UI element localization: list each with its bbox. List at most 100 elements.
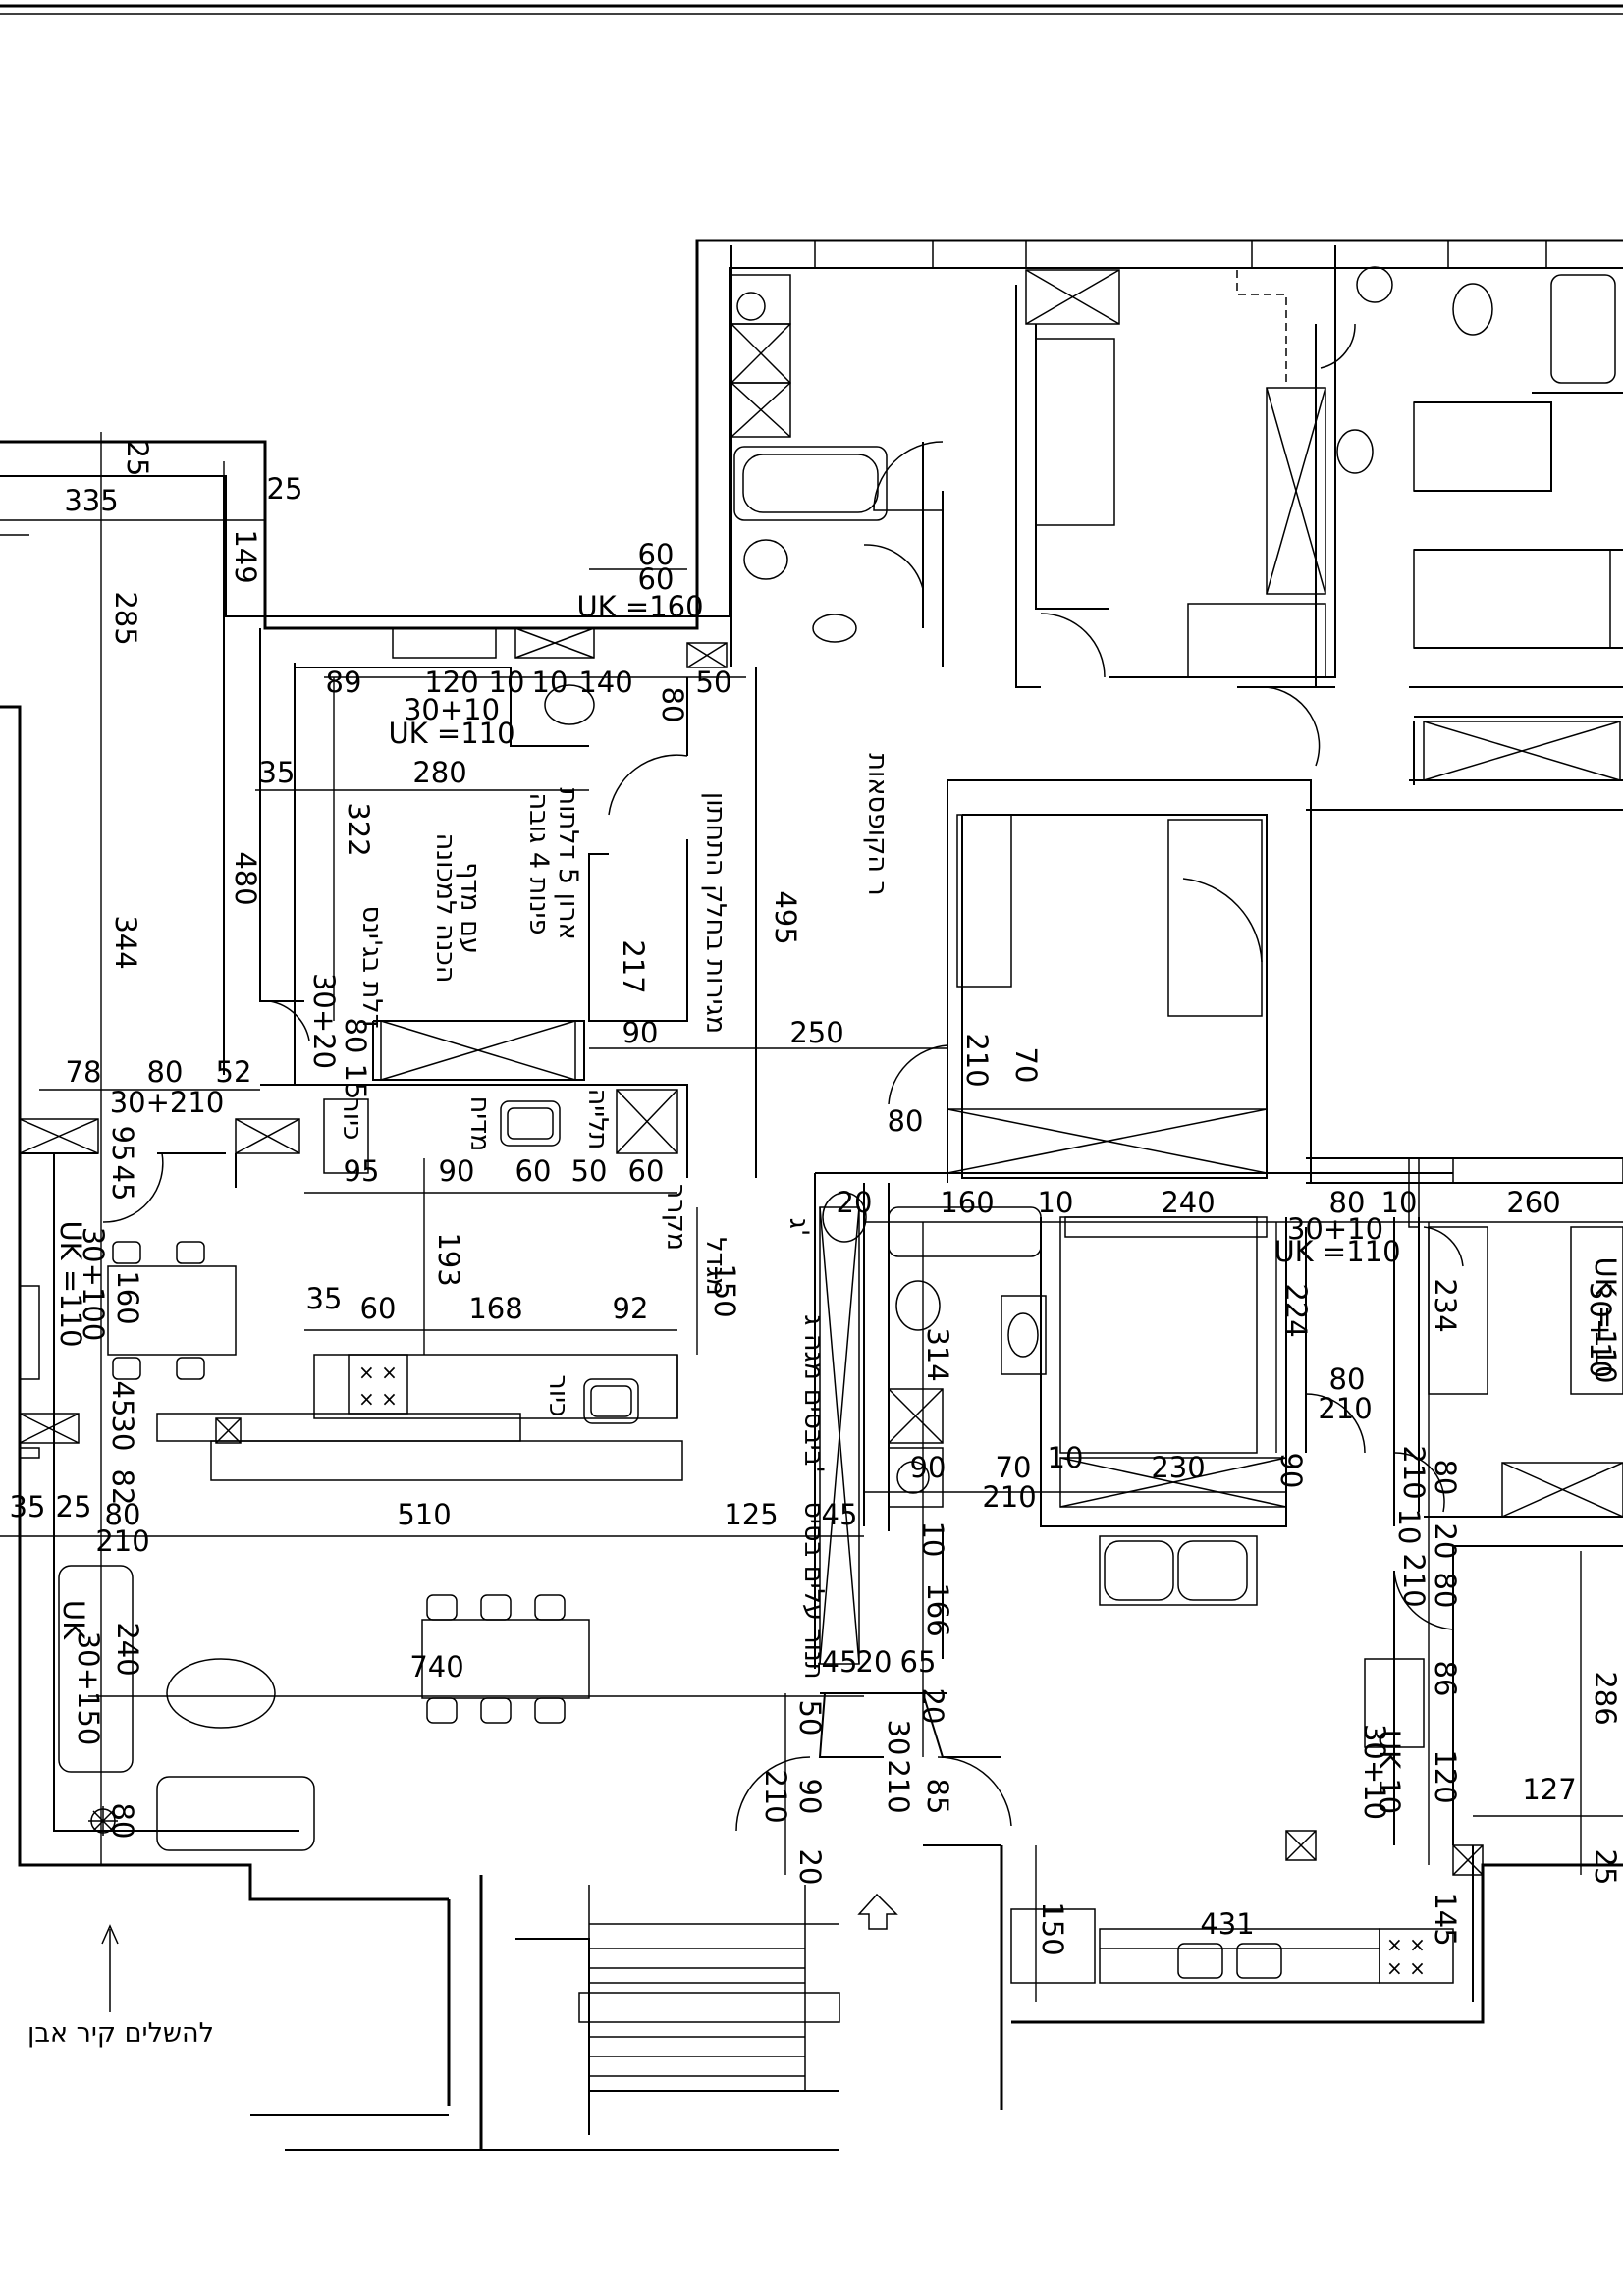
dimension-label: 60 xyxy=(638,562,675,596)
dimension-label: 20 xyxy=(856,1645,893,1679)
room-annotation: עם מדף xyxy=(455,862,485,954)
room-annotation: ר הקופסאות xyxy=(862,753,893,896)
dimension-label: 495 xyxy=(769,890,802,944)
dimension-label: 10 xyxy=(1392,1509,1426,1545)
dimension-label: 80 xyxy=(339,1018,372,1054)
sanitary-fixtures xyxy=(544,266,1616,1508)
room-annotation: מקרר xyxy=(661,1184,691,1251)
dimension-label: 78 xyxy=(66,1055,102,1089)
room-annotation: תנור עלים בסיס xyxy=(798,1501,829,1679)
annotation-labels: ר הקופסאות מגירות בחלק התחתון ארון 5 דלתות… xyxy=(337,753,893,1679)
dimension-label: 314 xyxy=(921,1327,954,1381)
dimension-label: 280 xyxy=(412,756,466,789)
dimension-label: 210 xyxy=(882,1759,915,1813)
dimension-label: 85 xyxy=(921,1779,954,1815)
note-label: להשלים קיר אבן xyxy=(27,2018,214,2049)
dimension-label: 30+100 xyxy=(77,1227,110,1342)
dimension-label: 431 xyxy=(1200,1907,1254,1941)
dimension-label: UK =110 xyxy=(388,717,514,750)
dimension-label: 70 xyxy=(1009,1047,1043,1084)
room-annotation: מגירות בחלק התחתון xyxy=(700,792,730,1034)
dimension-label: 740 xyxy=(409,1650,463,1683)
dimension-label: 168 xyxy=(468,1292,522,1325)
dimension-label: 224 xyxy=(1279,1283,1313,1337)
dimension-label: 92 xyxy=(613,1292,649,1325)
dimension-label: 145 xyxy=(1429,1892,1462,1946)
dimension-label: 210 xyxy=(1397,1553,1431,1607)
door-swings xyxy=(102,323,1464,1832)
room-annotation: ג' xyxy=(784,1218,814,1237)
room-annotation: הכנה למכונה xyxy=(430,833,460,984)
dimension-label: 50 xyxy=(571,1154,608,1188)
dimension-label: 45 xyxy=(106,1381,139,1417)
dimension-label: 210 xyxy=(759,1769,792,1823)
dimension-label: 35 xyxy=(306,1282,343,1315)
dimension-label: 510 xyxy=(397,1498,451,1531)
dimension-label: 480 xyxy=(229,851,262,905)
svg-text:× ×: × × xyxy=(1386,1933,1426,1956)
dimension-label: 285 xyxy=(109,591,142,645)
dimension-label: 60 xyxy=(360,1292,397,1325)
dimension-label: 234 xyxy=(1429,1278,1462,1332)
dimension-label: 80 xyxy=(888,1104,924,1138)
dimension-label: 335 xyxy=(64,484,118,517)
plumbing-dashed xyxy=(1236,270,1287,383)
dimension-label: 150 xyxy=(708,1263,741,1317)
dimension-label: 230 xyxy=(1151,1451,1205,1484)
dimension-label: UK xyxy=(57,1600,90,1640)
dimension-label: 80 xyxy=(1329,1362,1366,1396)
room-annotation: מגדל xyxy=(700,1237,730,1296)
dimension-label: 193 xyxy=(432,1232,465,1286)
dimension-label: 120 xyxy=(1429,1749,1462,1803)
dimension-label: 60 xyxy=(515,1154,552,1188)
dimension-label: 127 xyxy=(1522,1773,1576,1806)
svg-text:× ×: × × xyxy=(358,1387,398,1411)
dimension-label: 150 xyxy=(1036,1901,1069,1955)
dimension-label: 10 xyxy=(532,666,568,699)
dimension-label: 30+10 xyxy=(404,693,500,726)
dimension-label: 20 xyxy=(1429,1523,1462,1560)
dimension-label: 70 xyxy=(996,1451,1032,1484)
dimension-lines xyxy=(0,432,1623,2002)
dimension-label: 30+150 xyxy=(72,1631,105,1746)
dimension-label: 50 xyxy=(696,666,732,699)
dimension-label: UK 10 xyxy=(1373,1730,1406,1814)
room-annotation: ביבסים מגה ג' xyxy=(798,1314,829,1473)
dimension-label: 125 xyxy=(724,1498,778,1531)
dimension-label: 210 xyxy=(960,1033,994,1087)
room-annotation: פינות 4 גובה xyxy=(523,793,554,935)
svg-text:× ×: × × xyxy=(358,1361,398,1384)
dimension-label: UK =110 xyxy=(1589,1256,1622,1383)
dimension-label: 90 xyxy=(910,1451,947,1484)
dimension-label: 210 xyxy=(1318,1392,1372,1425)
room-annotation: דלת בג'ינס xyxy=(356,906,387,1029)
dimension-label: 90 xyxy=(1274,1453,1308,1489)
room-annotation: כיור xyxy=(543,1375,573,1417)
dimension-label: 35 xyxy=(259,756,296,789)
dimension-label: 30 xyxy=(882,1720,915,1756)
dimension-label: 149 xyxy=(229,529,262,583)
dimension-label: 89 xyxy=(326,666,362,699)
dimension-label: 45 xyxy=(822,1645,858,1679)
dimension-label: UK =110 xyxy=(1273,1235,1400,1268)
dimension-label: 65 xyxy=(900,1645,937,1679)
dimension-label: 90 xyxy=(793,1779,827,1815)
svg-text:× ×: × × xyxy=(1386,1956,1426,1980)
dimension-label: 90 xyxy=(622,1016,659,1049)
dimension-label: 160 xyxy=(940,1186,994,1219)
room-annotation: ארון 5 דלתות xyxy=(553,787,583,939)
room-annotation: כיור xyxy=(337,1098,367,1141)
dimension-label: UK =160 xyxy=(576,590,703,623)
room-annotation: מדיח xyxy=(464,1096,495,1152)
dimension-label: 210 xyxy=(982,1480,1036,1514)
dimension-label: 30 xyxy=(106,1415,139,1452)
dimension-label: 10 xyxy=(489,666,525,699)
dimension-label: 45 xyxy=(106,1165,139,1201)
dimension-label: 25 xyxy=(56,1490,92,1523)
dimension-label: 217 xyxy=(617,939,650,993)
dimension-label: 240 xyxy=(111,1622,144,1676)
dimension-label: 30+10 xyxy=(1584,1282,1617,1378)
dimension-label: 60 xyxy=(638,538,675,571)
